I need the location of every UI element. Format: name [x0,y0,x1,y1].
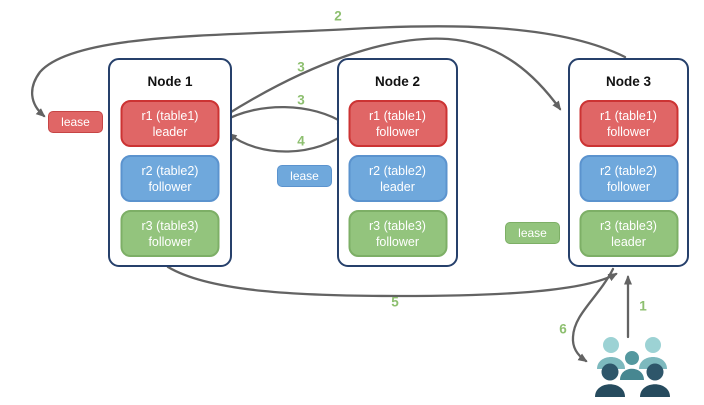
replica-role: leader [611,234,646,249]
node1-replica-r2: r2 (table2) follower [120,155,220,202]
node3-replica-r1: r1 (table1) follower [579,100,678,147]
node-2-title: Node 2 [374,74,420,89]
step-label-3b: 3 [297,92,305,108]
node1-replica-r3: r3 (table3) follower [120,210,220,257]
node-1-title: Node 1 [147,74,193,89]
arrow-step5-node1-to-node3 [166,265,618,298]
node2-replica-r1: r1 (table1) follower [348,100,447,147]
arrow-step3-leader-to-node3-follower [221,37,562,119]
replica-role: follower [606,124,651,139]
lease-badge-table2: lease [277,165,332,187]
replica-role: follower [148,179,192,194]
replica-name: r3 (table3) [141,218,199,233]
node2-replica-r2: r2 (table2) leader [348,155,447,202]
arrow-step4-node2-ack-to-leader [227,128,352,153]
step-label-1: 1 [639,298,647,314]
node1-replica-r1: r1 (table1) leader [120,100,220,147]
replica-name: r1 (table1) [600,108,657,123]
replica-role: leader [380,179,415,194]
step-label-3a: 3 [297,59,305,75]
replica-name: r3 (table3) [369,218,426,233]
replica-name: r1 (table1) [369,108,426,123]
step-label-5: 5 [391,294,399,310]
arrow-step3-leader-to-node2-follower [222,105,347,126]
replica-role: follower [375,234,420,249]
node-2: Node 2 r1 (table1) follower r2 (table2) … [337,58,458,267]
node2-replica-r3: r3 (table3) follower [348,210,447,257]
node-1: Node 1 r1 (table1) leader r2 (table2) fo… [108,58,232,267]
step-label-4: 4 [297,133,305,149]
replica-role: leader [152,124,188,139]
replica-role: follower [606,179,651,194]
node3-replica-r3: r3 (table3) leader [579,210,678,257]
node3-replica-r2: r2 (table2) follower [579,155,678,202]
users-icon [595,337,670,397]
replica-name: r2 (table2) [369,163,426,178]
replica-name: r1 (table1) [141,108,199,123]
step-label-2: 2 [334,8,342,24]
replica-role: follower [375,124,420,139]
lease-badge-table3: lease [505,222,560,244]
step-label-6: 6 [559,321,567,337]
arrow-step2-gateway-to-lease [31,25,627,118]
arrow-step6-node3-to-users [571,267,615,363]
replica-name: r3 (table3) [600,218,657,233]
lease-badge-table1: lease [48,111,103,133]
replica-name: r2 (table2) [141,163,199,178]
replica-role: follower [148,234,192,249]
replica-name: r2 (table2) [600,163,657,178]
node-3: Node 3 r1 (table1) follower r2 (table2) … [568,58,689,267]
node-3-title: Node 3 [605,74,651,89]
